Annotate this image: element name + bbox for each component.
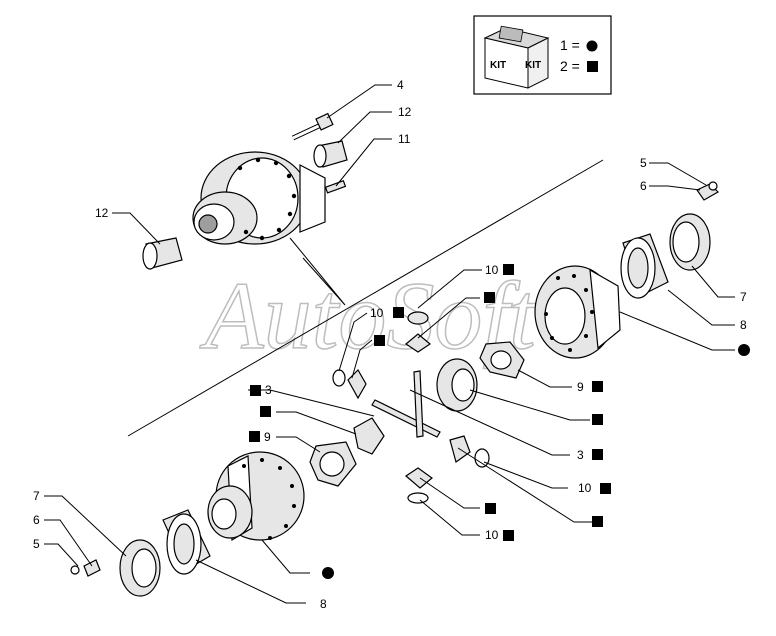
- callout-10-d: 10: [485, 528, 499, 542]
- kit-legend-square-symbol: [587, 61, 598, 72]
- pin-part: [324, 179, 347, 194]
- leader-lines: [44, 84, 735, 604]
- kit2-marker: [250, 385, 261, 396]
- kit2-marker: [592, 516, 603, 527]
- kit-legend: KIT KIT 1 = 2 =: [473, 15, 612, 95]
- cross-shaft-part: [371, 370, 441, 438]
- planet-gear-lower-b: [449, 435, 490, 468]
- kit2-marker: [484, 292, 495, 303]
- thrust-washer-lower: [309, 441, 357, 487]
- kit-legend-circle-symbol: [586, 40, 598, 52]
- planet-gear-upper-b: [332, 369, 367, 400]
- differential-half-housing-upper: [534, 265, 621, 359]
- bush-part-upper: [313, 140, 348, 168]
- bearing-part-upper: [620, 233, 669, 299]
- callout-7-upper: 7: [740, 290, 747, 304]
- bolt-part: [291, 112, 334, 141]
- callout-10-a: 10: [485, 263, 499, 277]
- callout-6-upper: 6: [640, 179, 647, 193]
- kit2-marker: [393, 307, 404, 318]
- kit2-marker: [503, 264, 514, 275]
- kit2-marker: [260, 406, 271, 417]
- kit2-marker: [592, 414, 603, 425]
- kit2-marker: [249, 431, 260, 442]
- ring-nut-part-lower: [119, 539, 161, 597]
- kit-legend-label-1: 1 =: [560, 37, 580, 53]
- kit2-marker: [374, 335, 385, 346]
- callout-12-left: 12: [95, 206, 109, 220]
- kit2-marker: [503, 530, 514, 541]
- callout-11: 11: [398, 132, 411, 146]
- lock-clip-part-lower: [70, 559, 101, 577]
- callout-8-upper: 8: [740, 318, 747, 332]
- ring-nut-part-upper: [669, 213, 711, 271]
- lock-clip-part: [696, 181, 719, 201]
- kit1-marker-lower: [322, 567, 334, 579]
- callout-5-upper: 5: [640, 156, 647, 170]
- kit1-marker-upper: [738, 344, 750, 356]
- callout-10-b: 10: [370, 306, 384, 320]
- thrust-washer-upper: [479, 341, 525, 379]
- callout-5-lower: 5: [33, 537, 40, 551]
- callout-9-lower: 9: [264, 430, 271, 444]
- callout-9-upper: 9: [577, 380, 584, 394]
- callout-4: 4: [397, 78, 404, 92]
- watermark: AutoSoft: [199, 262, 538, 369]
- callout-8-lower: 8: [320, 597, 327, 611]
- planet-gear-upper-a: [404, 311, 432, 353]
- side-gear-upper: [436, 358, 478, 412]
- bush-part-left: [142, 237, 183, 270]
- kit-word-right: KIT: [525, 60, 541, 71]
- kit-markers: [249, 264, 750, 579]
- kit2-marker: [592, 381, 603, 392]
- callout-labels: 4 12 11 12 5 6 7 8 10 10 9 3 3 9 10 10 7…: [33, 78, 747, 611]
- kit2-marker: [485, 503, 496, 514]
- kit-box-icon: KIT KIT: [483, 25, 550, 89]
- section-divider-line: [127, 159, 604, 437]
- kit-word-left: KIT: [490, 60, 506, 71]
- kit2-marker: [592, 449, 603, 460]
- planet-gear-lower-c: [405, 467, 433, 504]
- differential-half-housing-lower: [207, 451, 305, 542]
- callout-10-c: 10: [578, 481, 592, 495]
- callout-6-lower: 6: [33, 513, 40, 527]
- callout-3-left: 3: [265, 383, 272, 397]
- callout-12-upper: 12: [398, 105, 412, 119]
- assembled-differential-housing: [192, 151, 326, 245]
- bearing-part-lower: [162, 509, 211, 575]
- callout-3-right: 3: [577, 448, 584, 462]
- planet-gear-lower-a: [353, 417, 385, 455]
- kit2-marker: [600, 483, 611, 494]
- assembly-reference-leader: [289, 237, 346, 306]
- callout-7-lower: 7: [33, 489, 40, 503]
- kit-legend-label-2: 2 =: [560, 58, 580, 74]
